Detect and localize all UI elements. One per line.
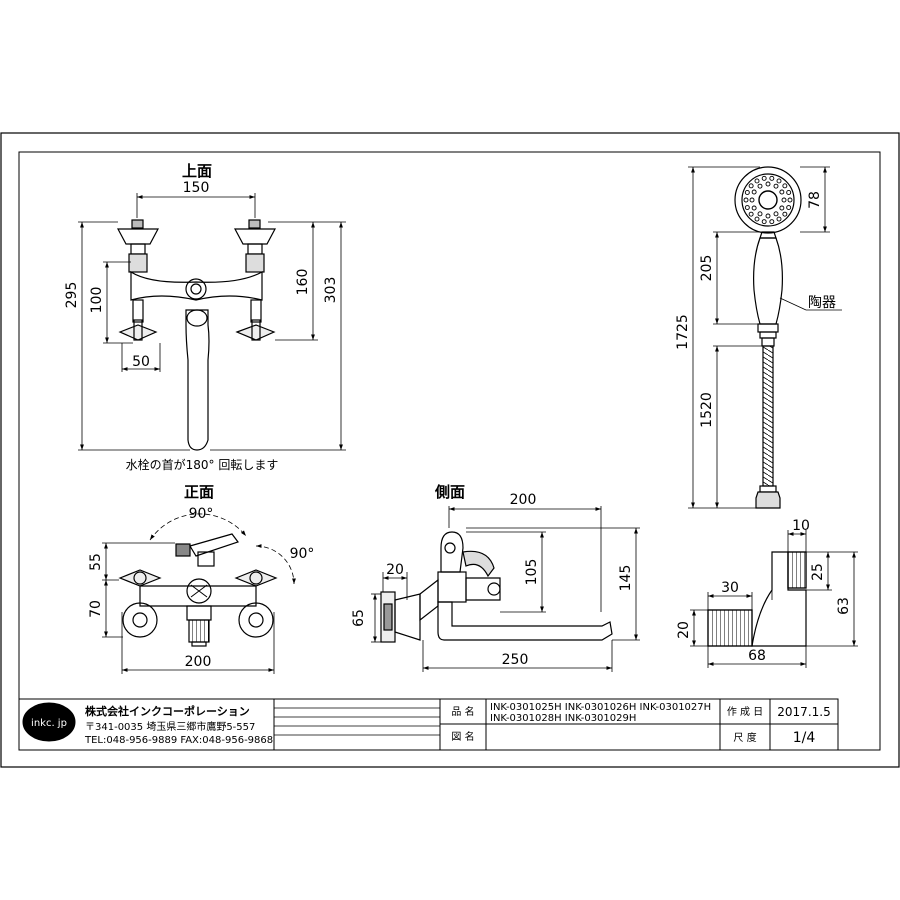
company-logo-text: inkc. jp [31, 718, 67, 729]
scale-label: 尺 度 [733, 731, 756, 744]
nozzle-hole [773, 183, 779, 189]
side-dim-250: 250 [502, 652, 529, 668]
elbow-view: 10 30 25 63 20 68 [676, 518, 858, 668]
nozzle-hole [776, 216, 782, 222]
side-view: 側面 200 20 105 145 [351, 483, 640, 672]
elbow-dim-25: 25 [810, 563, 826, 581]
nozzle-hole [786, 205, 792, 210]
shower-callout-porcelain: 陶器 [808, 295, 836, 311]
shower-dim-1725: 1725 [675, 314, 691, 350]
top-dim-160: 160 [295, 269, 311, 296]
company-logo [22, 702, 76, 742]
nozzle-hole [773, 211, 779, 217]
nozzle-hole [749, 197, 755, 203]
title-block: inkc. jp 株式会社インクコーポレーション 〒341-0035 埼玉県三郷… [18, 698, 839, 751]
nozzle-hole [761, 175, 767, 181]
nozzle-hole [744, 190, 750, 195]
top-dim-295: 295 [64, 282, 80, 309]
top-view: 上面 150 295 [64, 162, 346, 472]
nozzle-hole [748, 183, 754, 189]
product-name-label: 品 名 [451, 705, 474, 718]
nozzle-hole [781, 197, 787, 203]
top-dim-150: 150 [183, 180, 210, 196]
nozzle-hole [748, 211, 754, 217]
nozzle-hole [751, 205, 757, 211]
nozzle-hole [776, 178, 782, 184]
elbow-dim-68: 68 [748, 648, 766, 664]
front-dim-55: 55 [88, 553, 104, 571]
nozzle-hole [786, 190, 792, 195]
nozzle-hole [769, 175, 775, 181]
side-dim-200: 200 [510, 492, 537, 508]
product-name-line1: INK-0301025H INK-0301026H INK-0301027H [490, 702, 711, 713]
elbow-dim-30: 30 [721, 580, 739, 596]
nozzle-hole [751, 189, 757, 195]
nozzle-hole [779, 189, 785, 195]
elbow-dim-10: 10 [792, 518, 810, 534]
nozzle-hole [744, 205, 750, 210]
nozzle-hole [761, 219, 767, 225]
nozzle-hole [782, 211, 788, 217]
front-dim-200: 200 [185, 654, 212, 670]
nozzle-hole [757, 183, 763, 189]
side-dim-20: 20 [386, 562, 404, 578]
front-dim-70: 70 [88, 600, 104, 618]
elbow-dim-20: 20 [676, 621, 692, 639]
side-view-label: 側面 [434, 483, 465, 501]
side-dim-145: 145 [618, 565, 634, 592]
nozzle-hole [757, 211, 763, 217]
drawing-name-label: 図 名 [451, 730, 474, 743]
shower-dim-1520: 1520 [699, 392, 715, 428]
nozzle-hole [743, 197, 749, 203]
side-dim-105: 105 [524, 559, 540, 586]
nozzle-hole [754, 216, 760, 222]
front-view-label: 正面 [184, 483, 214, 501]
top-view-label: 上面 [182, 162, 212, 180]
product-name-line2: INK-0301028H INK-0301029H [490, 713, 636, 724]
shower-dim-78: 78 [807, 191, 823, 209]
side-dim-65: 65 [351, 609, 367, 627]
scale-value: 1/4 [793, 730, 816, 746]
shower-nozzle-holes [743, 175, 793, 225]
nozzle-hole [782, 183, 788, 189]
top-dim-100: 100 [89, 287, 105, 314]
front-angle-right: 90° [290, 546, 315, 562]
elbow-dim-63: 63 [836, 597, 852, 615]
shower-dim-205: 205 [699, 255, 715, 282]
nozzle-hole [787, 197, 793, 203]
nozzle-hole [769, 219, 775, 225]
company-name: 株式会社インクコーポレーション [85, 704, 250, 718]
shower-view: 78 1725 205 1520 陶器 [675, 166, 842, 509]
front-view: 正面 90° 90° 55 70 [88, 483, 314, 674]
nozzle-hole [765, 213, 771, 219]
outer-border [0, 132, 900, 768]
company-address: 〒341-0035 埼玉県三郷市鷹野5-557 [85, 720, 255, 733]
top-view-note: 水栓の首が180° 回転します [126, 457, 279, 472]
nozzle-hole [765, 181, 771, 187]
top-dim-303: 303 [323, 277, 339, 304]
date-value: 2017.1.5 [777, 705, 830, 719]
top-dim-50: 50 [132, 354, 150, 370]
front-angle-top: 90° [189, 506, 214, 522]
date-label: 作 成 日 [727, 706, 763, 718]
nozzle-hole [754, 178, 760, 184]
nozzle-hole [779, 205, 785, 211]
company-contact: TEL:048-956-9889 FAX:048-956-9868 [84, 735, 273, 746]
